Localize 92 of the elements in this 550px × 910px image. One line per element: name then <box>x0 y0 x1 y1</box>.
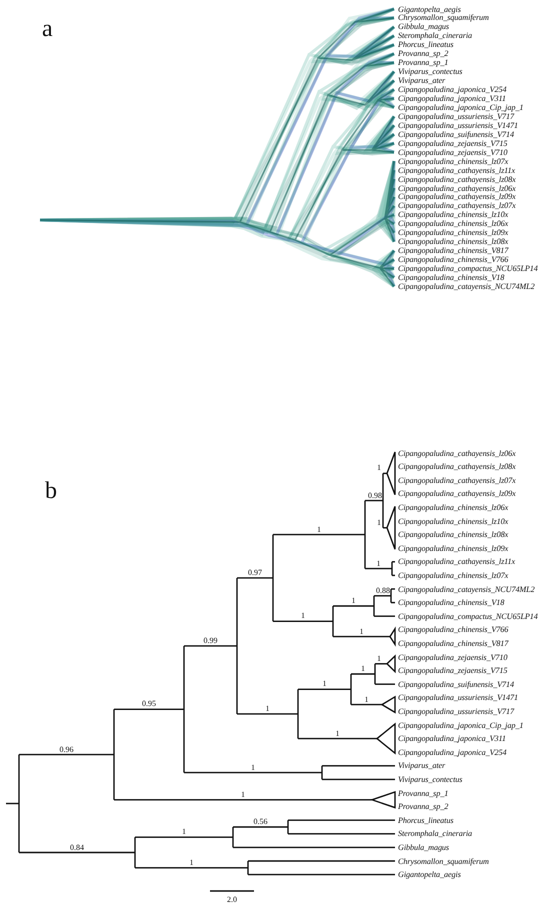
taxon-label: Cipangopaludina_zejaensis_V715 <box>398 138 508 148</box>
support-value: 1 <box>251 762 255 772</box>
taxon-label: Cipangopaludina_japonica_V254 <box>398 748 507 757</box>
taxon-label: Cipangopaludina_chinensis_V766 <box>398 625 508 634</box>
support-value: 0.96 <box>60 744 74 754</box>
taxon-label: Steromphala_cineraria <box>398 31 472 40</box>
taxon-label: Cipangopaludina_chinensis_lz09x <box>398 228 508 238</box>
support-value: 1 <box>360 626 364 636</box>
support-value: 0.56 <box>254 817 268 826</box>
scale-bar-label: 2.0 <box>227 895 237 904</box>
taxon-label: Cipangopaludina_ussuriensis_V717 <box>398 112 514 121</box>
support-value: 1 <box>241 790 245 799</box>
taxon-label: Cipangopaludina_cathayensis_lz09x <box>398 192 516 202</box>
taxon-label: Cipangopaludina_chinensis_lz09x <box>398 544 508 553</box>
support-value: 0.97 <box>248 568 262 577</box>
taxon-label: Cipangopaludina_japonica_V311 <box>398 734 506 744</box>
taxon-label: Phorcus_lineatus <box>398 816 454 825</box>
support-value: 1 <box>352 596 356 605</box>
panel-label: a <box>42 16 53 42</box>
taxon-label: Viviparus_contectus <box>398 774 462 784</box>
support-value: 1 <box>377 463 381 472</box>
taxon-label: Cipangopaludina_cathayensis_lz11x <box>398 166 516 175</box>
support-value: 1 <box>377 654 381 663</box>
taxon-label: Gibbula_magus <box>398 842 450 852</box>
taxon-label: Cipangopaludina_catayensis_NCU74ML2 <box>398 282 535 291</box>
support-value: 1 <box>266 704 270 713</box>
taxon-label: Provanna_sp_2 <box>398 49 448 58</box>
support-value: 1 <box>364 694 368 704</box>
taxon-label: Viviparus_contectus <box>398 67 462 76</box>
taxon-label: Cipangopaludina_cathayensis_lz07x <box>398 201 516 210</box>
panel-label: b <box>45 478 57 504</box>
taxon-label: Cipangopaludina_cathayensis_lz06x <box>398 448 516 458</box>
taxon-label: Cipangopaludina_chinensis_lz10x <box>398 210 508 220</box>
taxon-label: Cipangopaludina_ussuriensis_V1471 <box>398 120 518 130</box>
taxon-label: Cipangopaludina_catayensis_NCU74ML2 <box>398 584 535 594</box>
taxon-label: Cipangopaludina_cathayensis_lz06x <box>398 184 516 192</box>
taxon-label: Viviparus_ater <box>398 76 446 86</box>
taxon-label: Cipangopaludina_ussuriensis_V1471 <box>398 693 518 702</box>
taxon-label: Cipangopaludina_japonica_Cip_jap_1 <box>398 102 524 112</box>
taxon-label: Cipangopaludina_chinensis_lz06x <box>398 219 508 228</box>
taxon-label: Cipangopaludina_ussuriensis_V717 <box>398 706 514 716</box>
taxon-label: Cipangopaludina_chinensis_lz07x <box>398 156 508 166</box>
support-value: 0.95 <box>142 699 156 708</box>
taxon-label: Provanna_sp_1 <box>398 788 448 798</box>
taxon-label: Chrysomallon_squamiferum <box>398 13 489 22</box>
taxon-label: Cipangopaludina_compactus_NCU65LP14 <box>398 264 538 274</box>
support-value: 1 <box>336 728 340 738</box>
taxon-label: Provanna_sp_2 <box>398 802 448 812</box>
taxon-label: Provanna_sp_1 <box>398 58 448 68</box>
taxon-label: Cipangopaludina_japonica_V311 <box>398 94 506 103</box>
taxon-label: Steromphala_cineraria <box>398 829 472 838</box>
taxon-label: Cipangopaludina_suifunensis_V714 <box>398 680 514 689</box>
support-value: 0.99 <box>204 636 218 645</box>
taxon-label: Gigantopelta_aegis <box>398 870 461 880</box>
support-value: 0.98 <box>368 490 382 500</box>
support-value: 1 <box>322 679 326 688</box>
taxon-label: Viviparus_ater <box>398 761 446 770</box>
support-value: 1 <box>182 827 186 836</box>
taxon-label: Cipangopaludina_japonica_V254 <box>398 85 507 94</box>
taxon-label: Phorcus_lineatus <box>398 40 454 50</box>
taxon-label: Chrysomallon_squamiferum <box>398 856 489 866</box>
taxon-label: Cipangopaludina_zejaensis_V715 <box>398 666 508 676</box>
taxon-label: Cipangopaludina_cathayensis_lz07x <box>398 476 516 485</box>
taxon-label: Cipangopaludina_cathayensis_lz09x <box>398 489 516 498</box>
taxon-label: Cipangopaludina_zejaensis_V710 <box>398 148 508 157</box>
support-value: 0.88 <box>376 586 390 595</box>
taxon-label: Cipangopaludina_chinensis_lz07x <box>398 570 508 580</box>
support-value: 1 <box>361 664 365 673</box>
taxon-label: Cipangopaludina_cathayensis_lz08x <box>398 462 516 472</box>
taxon-label: Cipangopaludina_cathayensis_lz08x <box>398 174 516 184</box>
taxon-label: Gigantopelta_aegis <box>398 4 461 14</box>
taxon-label: Cipangopaludina_chinensis_lz10x <box>398 516 508 526</box>
support-value: 1 <box>377 518 381 527</box>
support-value: 1 <box>317 524 321 534</box>
taxon-label: Cipangopaludina_chinensis_lz08x <box>398 237 508 246</box>
taxon-label: Cipangopaludina_japonica_Cip_jap_1 <box>398 720 524 730</box>
taxon-label: Cipangopaludina_chinensis_V18 <box>398 273 504 282</box>
taxon-label: Cipangopaludina_chinensis_V817 <box>398 638 508 648</box>
taxon-label: Cipangopaludina_chinensis_V766 <box>398 255 508 264</box>
taxon-label: Cipangopaludina_chinensis_V817 <box>398 246 508 256</box>
support-value: 0.84 <box>70 842 84 852</box>
support-value: 1 <box>376 558 380 568</box>
taxon-label: Cipangopaludina_chinensis_V18 <box>398 598 504 608</box>
taxon-label: Cipangopaludina_cathayensis_lz11x <box>398 557 516 566</box>
support-value: 1 <box>301 611 305 620</box>
taxon-label: Gibbula_magus <box>398 22 450 32</box>
taxon-label: Cipangopaludina_zejaensis_V710 <box>398 652 508 662</box>
support-value: 1 <box>190 858 194 867</box>
taxon-label: Cipangopaludina_chinensis_lz06x <box>398 502 508 512</box>
taxon-label: Cipangopaludina_chinensis_lz08x <box>398 530 508 540</box>
taxon-label: Cipangopaludina_compactus_NCU65LP14 <box>398 612 538 621</box>
taxon-label: Cipangopaludina_suifunensis_V714 <box>398 130 514 139</box>
